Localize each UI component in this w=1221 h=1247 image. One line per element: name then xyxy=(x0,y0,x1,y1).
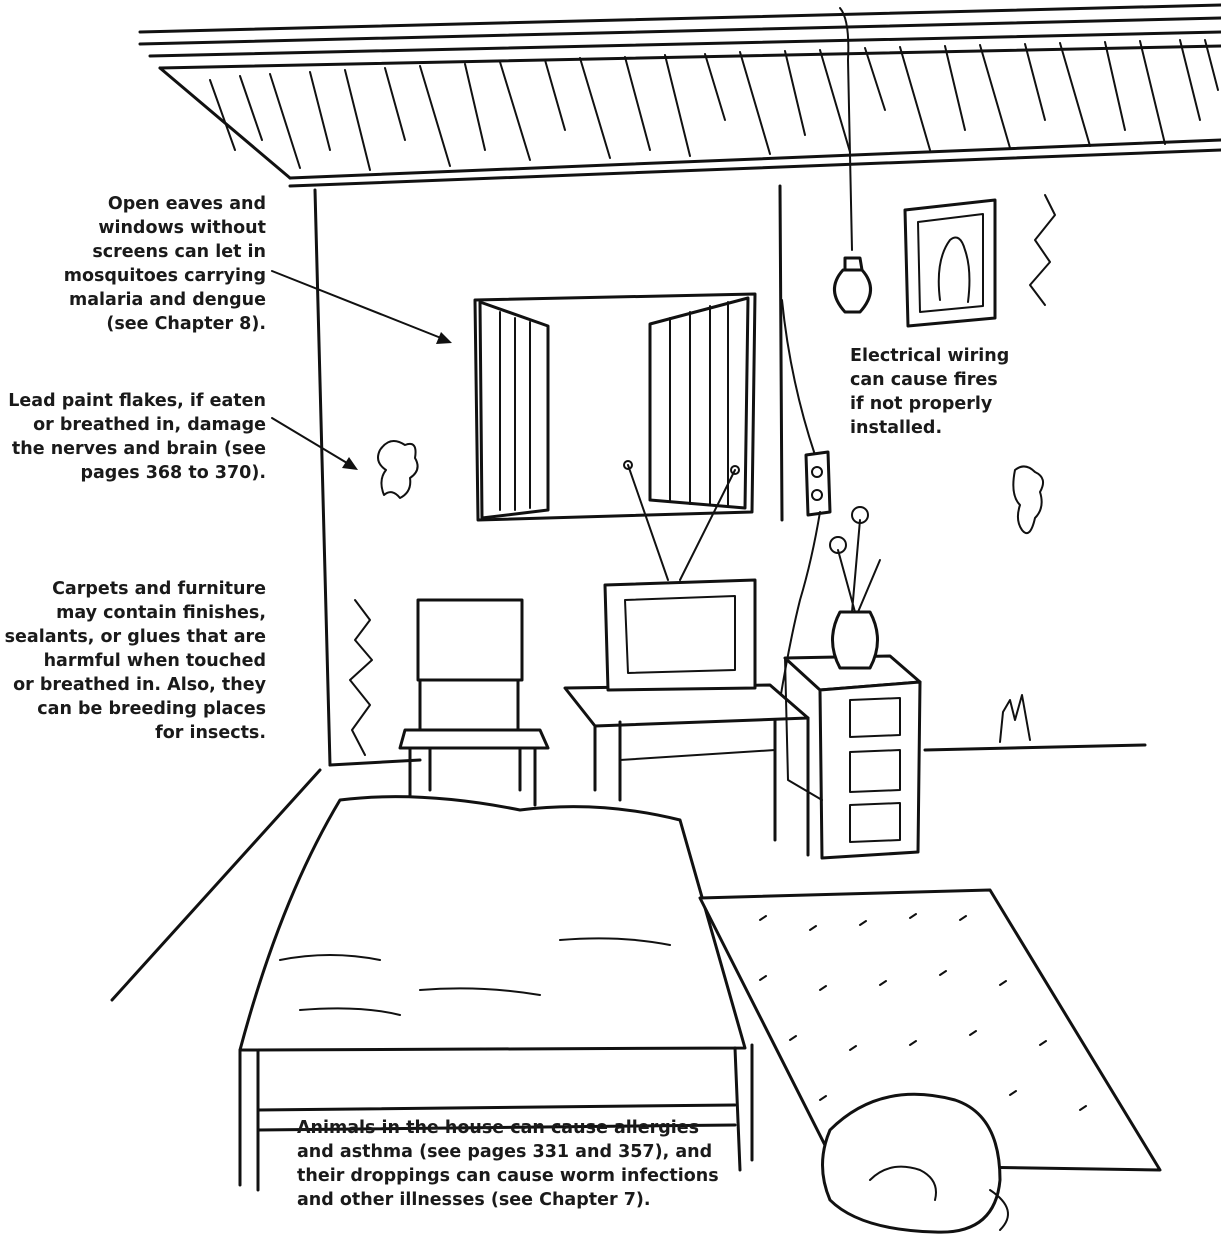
sleeping-dog xyxy=(823,1094,1009,1232)
electrical-outlet xyxy=(780,300,830,700)
chair xyxy=(400,600,548,805)
carpets-furniture-callout: Carpets and furniture may contain finish… xyxy=(0,577,266,745)
ceiling-eaves xyxy=(140,5,1221,186)
pointer-arrows xyxy=(272,271,452,470)
electrical-wiring-callout: Electrical wiring can cause fires if not… xyxy=(850,344,1150,440)
eaves-windows-callout: Open eaves and windows without screens c… xyxy=(0,192,266,336)
framed-picture xyxy=(905,200,995,326)
lead-paint-callout: Lead paint flakes, if eaten or breathed … xyxy=(0,389,266,485)
window xyxy=(475,294,755,520)
animals-callout: Animals in the house can cause allergies… xyxy=(297,1116,777,1212)
nightstand xyxy=(785,507,920,858)
